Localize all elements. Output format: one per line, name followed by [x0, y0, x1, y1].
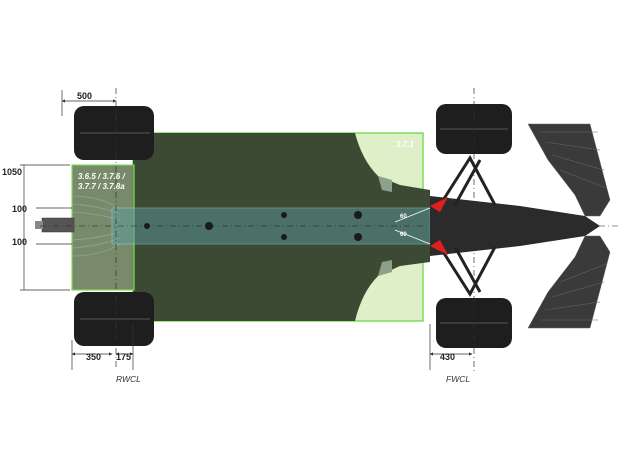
zone-label-3-7-1: 3.7.1 — [396, 140, 414, 149]
dim-1050: 1050 — [2, 167, 22, 177]
rear-zone-label-line2: 3.7.7 / 3.7.8a — [78, 182, 125, 191]
dim-430: 430 — [440, 352, 455, 362]
skid-holes — [144, 211, 362, 241]
side-deflector-top — [378, 176, 392, 192]
front-wing-lower — [527, 235, 611, 329]
angle-label-lower: 60 — [400, 232, 407, 238]
dim-350: 350 — [86, 352, 101, 362]
rear-light — [35, 221, 43, 229]
ref-rwcl: RWCL — [116, 374, 141, 384]
dim-100-bottom: 100 — [12, 237, 27, 247]
rear-zone-label-line1: 3.6.5 / 3.7.6 / — [78, 172, 125, 181]
red-arrow-lower — [430, 240, 448, 255]
dim-100-top: 100 — [12, 204, 27, 214]
diffuser-fins — [71, 195, 121, 257]
front-suspension — [438, 155, 497, 297]
ref-fwcl: FWCL — [446, 374, 470, 384]
red-arrow-upper — [430, 197, 448, 212]
floor-body — [133, 133, 430, 321]
dim-500: 500 — [77, 91, 92, 101]
rear-zone-3-6-5 — [72, 165, 134, 290]
gearbox — [41, 217, 75, 233]
dim-175: 175 — [116, 352, 131, 362]
front-wing-flaps — [540, 131, 607, 321]
angle-label-upper: 60 — [400, 214, 407, 220]
side-deflector-bottom — [378, 260, 392, 276]
front-wing-upper — [527, 123, 611, 217]
nose — [430, 196, 600, 256]
